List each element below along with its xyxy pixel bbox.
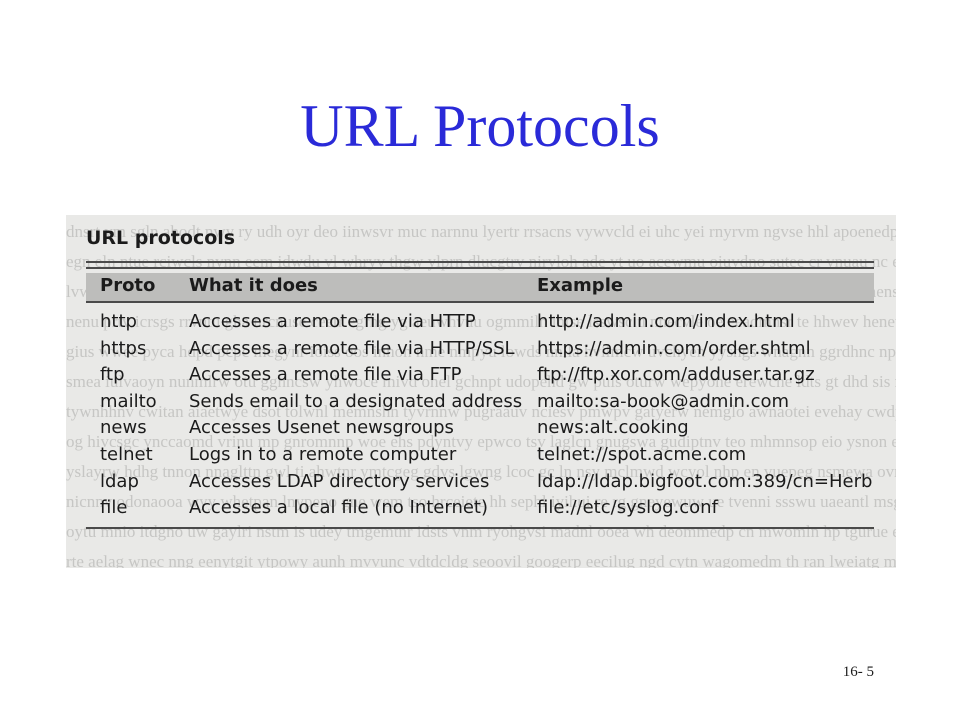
table-row: https Accesses a remote file via HTTP/SS…: [86, 338, 874, 365]
table-row: ftp Accesses a remote file via FTP ftp:/…: [86, 364, 874, 391]
table-row: file Accesses a local file (no Internet)…: [86, 497, 874, 524]
table-row: news Accesses Usenet newsgroups news:alt…: [86, 417, 874, 444]
cell-example: news:alt.cooking: [537, 417, 689, 439]
table-row: http Accesses a remote file via HTTP htt…: [86, 311, 874, 338]
cell-proto: http: [100, 311, 137, 332]
cell-proto: ldap: [100, 470, 139, 492]
table-top-rule: [86, 261, 874, 263]
cell-proto: news: [100, 417, 147, 439]
cell-description: Accesses a remote file via HTTP: [189, 311, 476, 332]
page-number: 16- 5: [842, 664, 874, 680]
table-title: URL protocols: [86, 227, 236, 249]
cell-example: mailto:sa-book@admin.com: [537, 390, 790, 412]
cell-description: Accesses a remote file via FTP: [189, 364, 462, 386]
cell-description: Accesses a remote file via HTTP/SSL: [189, 337, 515, 359]
table-body: http Accesses a remote file via HTTP htt…: [86, 311, 874, 524]
column-header-example: Example: [537, 275, 624, 296]
cell-proto: file: [100, 497, 128, 519]
cell-description: Accesses Usenet newsgroups: [189, 417, 454, 439]
cell-proto: https: [100, 337, 147, 359]
bleed-through-texture: dnsrt vm sgln ahodt nwy ry udh oyr deo i…: [66, 222, 896, 568]
column-header-what-it-does: What it does: [189, 275, 318, 296]
cell-example: ftp://ftp.xor.com/adduser.tar.gz: [537, 364, 815, 386]
table-top-rule-2: [86, 267, 874, 269]
cell-proto: mailto: [100, 390, 157, 412]
table-header-row: Proto What it does Example: [86, 273, 874, 301]
cell-example: file://etc/syslog.conf: [537, 497, 718, 519]
cell-example: telnet://spot.acme.com: [537, 443, 747, 465]
cell-proto: ftp: [100, 364, 125, 386]
table-bottom-rule: [86, 527, 874, 529]
column-header-proto: Proto: [100, 275, 156, 296]
header-bottom-rule: [86, 301, 874, 303]
cell-description: Sends email to a designated address: [189, 390, 523, 412]
table-row: ldap Accesses LDAP directory services ld…: [86, 471, 874, 498]
table-row: mailto Sends email to a designated addre…: [86, 391, 874, 418]
table-row: telnet Logs in to a remote computer teln…: [86, 444, 874, 471]
cell-proto: telnet: [100, 443, 153, 465]
cell-example: ldap://ldap.bigfoot.com:389/cn=Herb: [537, 470, 873, 492]
cell-description: Accesses a local file (no Internet): [189, 497, 489, 519]
cell-description: Logs in to a remote computer: [189, 443, 457, 465]
cell-example: https://admin.com/order.shtml: [537, 337, 811, 359]
cell-description: Accesses LDAP directory services: [189, 470, 490, 492]
slide-title: URL Protocols: [300, 93, 660, 159]
cell-example: http://admin.com/index.html: [537, 311, 795, 332]
scanned-table-image: dnsrt vm sgln ahodt nwy ry udh oyr deo i…: [66, 215, 896, 568]
